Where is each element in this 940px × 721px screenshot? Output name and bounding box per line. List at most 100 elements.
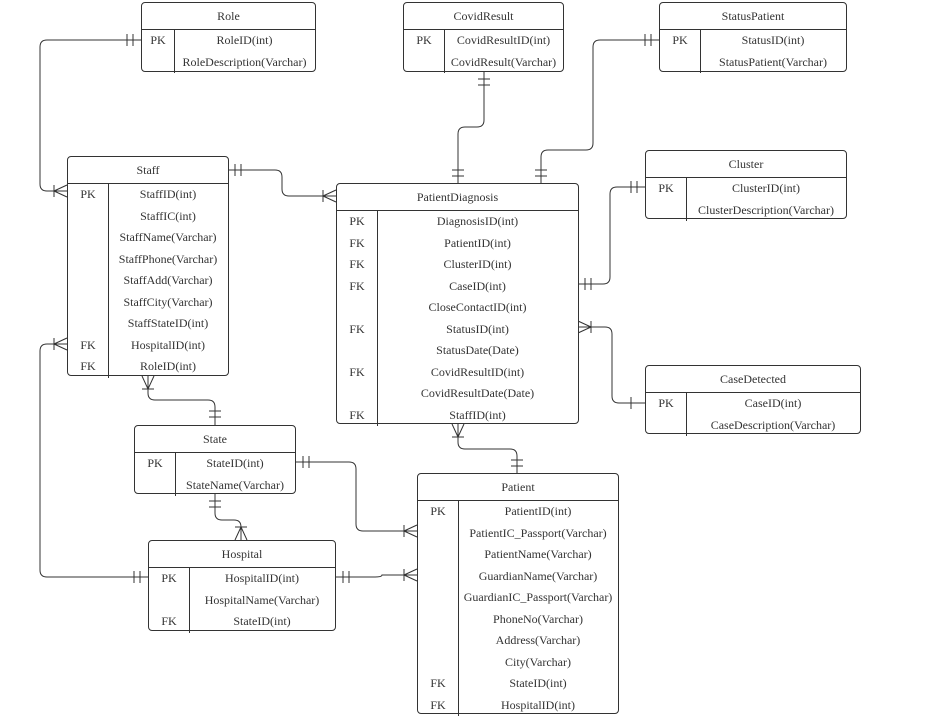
attribute-name: HospitalID(int): [225, 571, 299, 585]
key-label: PK: [658, 181, 674, 195]
attribute-row: CovidResultDate(Date): [337, 383, 578, 405]
key-column: [337, 211, 378, 426]
crow-foot-staff-state: [141, 375, 155, 390]
key-label: FK: [349, 407, 365, 422]
one-mark-staff: [234, 164, 242, 176]
key-label: FK: [430, 697, 446, 712]
attribute-name: StaffIC(int): [140, 208, 196, 223]
attribute-row: GuardianIC_Passport(Varchar): [418, 587, 618, 609]
key-column: [646, 178, 687, 221]
entity-title: Hospital: [149, 541, 335, 568]
crow-foot-staff-hospital: [53, 337, 68, 351]
key-label: FK: [349, 321, 365, 336]
relation-state-hospital: [214, 494, 242, 540]
attribute-name: StaffAdd(Varchar): [123, 273, 213, 287]
key-label: PK: [349, 214, 365, 228]
relation-covidresult-diagnosis: [457, 72, 485, 183]
attribute-name: GuardianName(Varchar): [478, 568, 598, 583]
crow-foot-patient-state: [403, 524, 418, 538]
attribute-name: Address(Varchar): [495, 633, 581, 647]
attribute-name: PatientID(int): [504, 504, 572, 518]
one-mark-diagnosis-status: [535, 169, 547, 177]
attribute-row: ClusterDescription(Varchar): [646, 200, 846, 222]
attribute-row: StaffIC(int): [68, 206, 228, 228]
entity-title: Patient: [418, 474, 618, 501]
one-mark-diagnosis-covid: [452, 169, 464, 177]
attribute-name: PatientID(int): [444, 235, 511, 250]
relation-staff-diagnosis: [228, 169, 336, 197]
attribute-name: PatientIC_Passport(Varchar): [469, 525, 607, 540]
key-label: FK: [161, 614, 177, 628]
key-column: [404, 30, 445, 73]
one-mark-hospital: [133, 571, 141, 583]
attribute-row: CaseDescription(Varchar): [646, 415, 860, 437]
attribute-name: ClusterID(int): [443, 257, 512, 271]
attribute-row: StatusPatient(Varchar): [660, 52, 846, 74]
key-label: FK: [430, 676, 446, 690]
attribute-row: RoleDescription(Varchar): [142, 52, 315, 74]
key-column: [142, 30, 175, 73]
crow-foot-hospital-state: [234, 526, 248, 541]
key-label: PK: [672, 33, 688, 47]
key-label: FK: [80, 359, 96, 373]
attribute-name: GuardianIC_Passport(Varchar): [463, 590, 613, 604]
relation-cluster-diagnosis: [578, 186, 645, 285]
key-label: PK: [150, 33, 166, 47]
attribute-name: RoleID(int): [216, 33, 273, 47]
attribute-row: City(Varchar): [418, 652, 618, 674]
relation-staff-state: [147, 376, 216, 425]
attribute-row: StaffName(Varchar): [68, 227, 228, 249]
attribute-row: FK CovidResultID(int): [337, 362, 578, 384]
attribute-name: StateID(int): [233, 614, 291, 628]
attribute-name: CloseContactID(int): [428, 300, 527, 314]
one-mark-patient-diagnosis: [511, 459, 523, 467]
entity-attributes: PK RoleID(int) RoleDescription(Varchar): [142, 30, 315, 73]
relation-hospital-patient: [336, 574, 417, 578]
attribute-name: StaffPhone(Varchar): [118, 251, 218, 266]
key-label: PK: [147, 456, 163, 470]
crow-foot-staff-role: [53, 184, 68, 198]
attribute-name: DiagnosisID(int): [436, 214, 519, 228]
key-label: PK: [161, 571, 177, 585]
attribute-name: CaseID(int): [449, 278, 506, 293]
key-column: [660, 30, 701, 73]
one-mark-state-patient: [302, 456, 310, 468]
attribute-row: HospitalName(Varchar): [149, 590, 335, 612]
one-mark-hospital-patient: [342, 571, 350, 583]
crow-foot-diagnosis-patient: [451, 423, 465, 438]
attribute-name: StaffID(int): [449, 407, 506, 422]
attribute-name: CovidResultID(int): [456, 33, 551, 47]
attribute-row: CloseContactID(int): [337, 297, 578, 319]
key-label: FK: [349, 364, 365, 379]
relation-hospital-staff: [39, 343, 148, 578]
attribute-row: StaffStateID(int): [68, 313, 228, 335]
crow-foot-patient-hospital: [403, 568, 418, 582]
attribute-name: CovidResultID(int): [430, 364, 525, 379]
crow-foot-diagnosis-staff: [322, 189, 337, 203]
attribute-row: FK StaffID(int): [337, 405, 578, 427]
attribute-name: PatientName(Varchar): [484, 547, 592, 561]
